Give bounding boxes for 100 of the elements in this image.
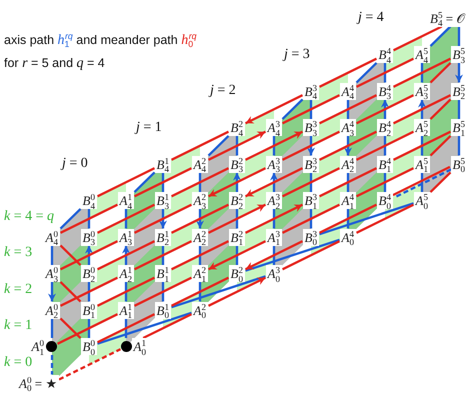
level-label: k = 1: [4, 318, 32, 334]
path-segment: [208, 276, 266, 307]
column-label: j = 4: [358, 10, 384, 26]
path-segment: [60, 281, 82, 302]
path-segment: [88, 209, 90, 228]
path-segment: [50, 246, 54, 265]
path-segment: [58, 348, 121, 381]
path-segment: [134, 204, 192, 234]
path-segment: [430, 98, 452, 120]
path-segment: [85, 246, 93, 265]
path-segment: [319, 202, 414, 236]
path-segment: [381, 100, 389, 119]
path-segment: [430, 62, 452, 84]
path-segment: [310, 172, 312, 192]
path-segment: [420, 136, 424, 156]
path-segment: [236, 246, 238, 265]
path-segment: [282, 167, 340, 198]
column-label: j = 3: [284, 46, 310, 62]
path-segment: [245, 204, 303, 234]
path-segment: [97, 313, 155, 344]
path-segment: [57, 313, 118, 345]
path-segment: [60, 204, 118, 234]
path-segment: [124, 209, 128, 228]
path-segment: [48, 282, 56, 302]
path-segment: [393, 58, 451, 88]
path-segment: [233, 172, 241, 192]
path-segment: [236, 136, 238, 156]
path-segment: [208, 167, 266, 198]
path-segment: [245, 94, 303, 124]
path-segment: [171, 275, 266, 308]
path-segment: [198, 246, 202, 265]
path-segment: [430, 135, 452, 156]
path-segment: [208, 135, 230, 156]
path-segment: [245, 238, 340, 272]
path-segment: [236, 209, 238, 228]
path-segment: [50, 318, 54, 338]
path-segment: [245, 167, 303, 198]
column-label: j = 2: [210, 83, 236, 99]
path-segment: [97, 167, 155, 198]
path-segment: [356, 62, 378, 84]
path-segment: [134, 172, 156, 193]
path-segment: [430, 26, 452, 47]
path-segment: [198, 172, 202, 192]
path-segment: [60, 318, 82, 339]
level-label: k = 3: [4, 245, 32, 262]
path-segment: [420, 172, 424, 192]
path-segment: [60, 240, 118, 270]
path-segment: [208, 130, 266, 161]
path-segment: [319, 94, 377, 124]
path-segment: [162, 172, 164, 192]
path-segment: [171, 130, 229, 161]
path-segment: [97, 204, 155, 234]
path-segment: [319, 167, 377, 198]
path-segment: [124, 282, 128, 302]
path-segment: [319, 58, 377, 88]
path-segment: [196, 209, 204, 228]
level-label: k = 2: [4, 282, 32, 298]
path-segment: [282, 94, 340, 124]
path-segment: [272, 246, 276, 265]
path-segment: [162, 282, 164, 302]
path-segment: [88, 318, 90, 338]
path-segment: [142, 313, 192, 340]
path-segment: [97, 240, 155, 270]
path-segment: [282, 240, 340, 270]
path-segment: [162, 246, 164, 265]
path-segment: [393, 130, 451, 161]
path-segment: [356, 167, 414, 198]
path-segment: [198, 282, 202, 302]
path-segment: [458, 26, 460, 46]
path-segment: [134, 240, 192, 270]
path-segment: [50, 355, 54, 374]
path-segment: [393, 94, 451, 124]
path-segment: [208, 204, 266, 234]
path-segment: [384, 136, 386, 156]
path-segment: [455, 63, 463, 82]
path-segment: [60, 276, 118, 307]
path-segment: [208, 240, 266, 270]
subtitle: for r = 5 and q = 4: [4, 56, 105, 70]
level-label: k = 4 = q: [4, 208, 54, 225]
path-segment: [307, 136, 315, 156]
path-segment: [159, 209, 167, 228]
path-segment: [346, 209, 350, 228]
path-segment: [88, 282, 90, 302]
path-segment: [245, 240, 303, 270]
path-segment: [122, 246, 130, 265]
path-segment: [458, 100, 460, 119]
path-segment: [310, 209, 312, 228]
path-segment: [60, 244, 82, 266]
path-segment: [344, 136, 352, 156]
path-segment: [124, 318, 128, 338]
path-segment: [458, 136, 460, 156]
path-segment: [171, 240, 229, 270]
path-segment: [319, 204, 377, 234]
path-segment: [134, 167, 192, 198]
vertex-label: B$_{4}$$^{5}$ = 𝒪: [428, 10, 466, 26]
column-label: j = 1: [136, 120, 162, 136]
path-segment: [346, 172, 350, 192]
path-segment: [282, 98, 304, 120]
path-segment: [384, 63, 386, 82]
path-segment: [430, 172, 452, 193]
